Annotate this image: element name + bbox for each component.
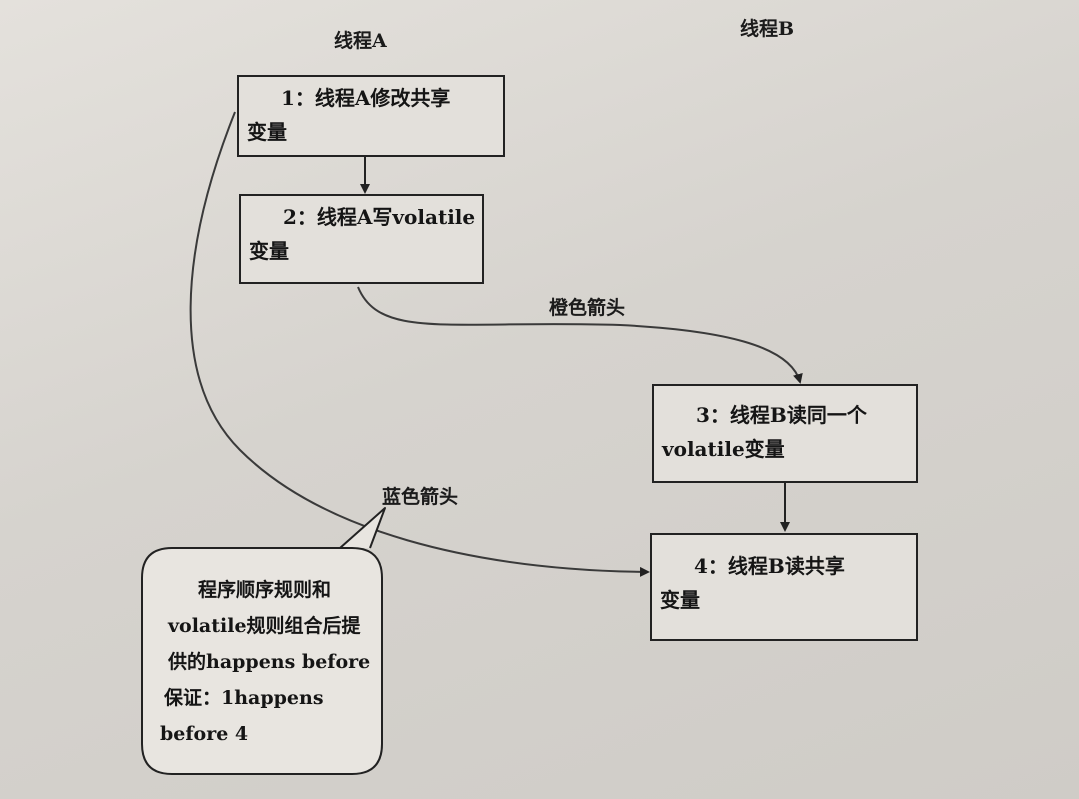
orange-arrow-label: 橙色箭头 [549, 297, 626, 319]
step1-line2: 变量 [247, 120, 287, 144]
step3-box: 3：线程B读同一个 volatile变量 [652, 384, 918, 483]
step1-line1: 1：线程A修改共享 [281, 86, 451, 110]
orange-arrow [357, 286, 803, 384]
step2-line1: 2：线程A写volatile [283, 205, 476, 229]
blue-arrow-label: 蓝色箭头 [382, 486, 459, 508]
thread-a-label: 线程A [334, 30, 387, 52]
callout-line5: before 4 [160, 723, 249, 745]
callout-line2: volatile规则组合后提 [168, 615, 361, 637]
step4-box: 4：线程B读共享 变量 [650, 533, 918, 641]
step3-line1: 3：线程B读同一个 [696, 403, 867, 427]
step3-line2: volatile变量 [662, 437, 785, 461]
callout-line1: 程序顺序规则和 [198, 579, 332, 601]
blue-arrow [189, 111, 650, 577]
step2-box: 2：线程A写volatile 变量 [239, 194, 484, 284]
step4-line2: 变量 [660, 588, 700, 612]
callout-line4: 保证：1happens [164, 687, 324, 709]
callout-bubble [141, 507, 386, 775]
callout-text: 程序顺序规则和 volatile规则组合后提 供的happens before … [148, 572, 388, 752]
thread-b-label: 线程B [740, 18, 795, 40]
callout-line3: 供的happens before [168, 651, 371, 673]
step2-line2: 变量 [249, 239, 289, 263]
step1-box: 1：线程A修改共享 变量 [237, 75, 505, 157]
step4-line1: 4：线程B读共享 [694, 554, 845, 578]
